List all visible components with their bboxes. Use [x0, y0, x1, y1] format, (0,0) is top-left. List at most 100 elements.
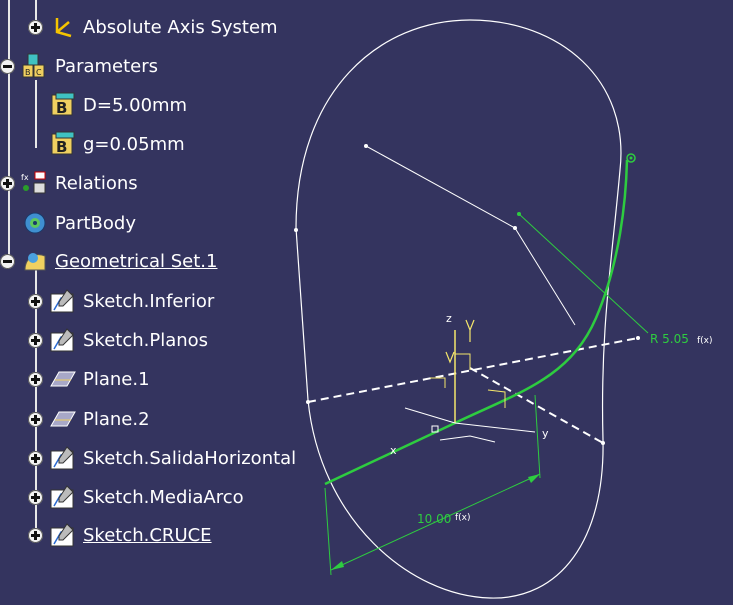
expand-icon[interactable] [28, 527, 43, 543]
expand-icon[interactable] [28, 293, 43, 309]
tree-node-label[interactable]: Parameters [55, 55, 159, 77]
tree-node-label[interactable]: Plane.1 [83, 368, 150, 390]
vertex-point[interactable] [294, 228, 298, 232]
axis-marker [454, 353, 471, 378]
tree-connector [35, 80, 37, 148]
svg-text:C: C [36, 68, 42, 77]
collapse-icon[interactable] [0, 253, 15, 269]
expand-icon[interactable] [28, 332, 43, 348]
plane-icon[interactable] [49, 406, 77, 432]
relations-icon[interactable]: fx [21, 170, 49, 196]
tree-connector [8, 0, 10, 265]
vertex-point[interactable] [636, 336, 640, 340]
tree-node[interactable]: Sketch.SalidaHorizontal [28, 443, 296, 473]
tree-node-label[interactable]: D=5.00mm [83, 94, 188, 116]
sketch-icon[interactable] [49, 288, 77, 314]
plane-icon[interactable] [49, 366, 77, 392]
tree-node-label[interactable]: Sketch.Inferior [83, 290, 215, 312]
radius-dimension-line[interactable] [518, 213, 649, 334]
tree-node-label[interactable]: Sketch.Planos [83, 329, 209, 351]
tree-node[interactable]: Sketch.CRUCE [28, 520, 212, 550]
axis-marker [487, 389, 506, 408]
svg-text:B: B [56, 99, 67, 117]
tree-node[interactable]: Sketch.MediaArco [28, 482, 244, 512]
axis-system-icon[interactable] [49, 14, 77, 40]
length-extension-line [324, 487, 332, 576]
tree-node-label[interactable]: Geometrical Set.1 [55, 250, 218, 272]
origin-marker [431, 425, 439, 433]
parameter-icon[interactable]: B [49, 92, 77, 118]
tree-node[interactable]: Sketch.Planos [28, 325, 208, 355]
tree-node-label[interactable]: g=0.05mm [83, 133, 185, 155]
expand-icon[interactable] [28, 450, 43, 466]
sketch-icon[interactable] [49, 327, 77, 353]
tree-node[interactable]: PartBody [0, 208, 136, 238]
axis-marker [439, 435, 496, 443]
tree-node[interactable]: fx Relations [0, 168, 138, 198]
length-dimension-label[interactable]: 10.00 [417, 512, 451, 526]
vertex-point[interactable] [306, 400, 310, 404]
tree-node-label[interactable]: Plane.2 [83, 408, 150, 430]
vertex-point[interactable] [513, 226, 517, 230]
plane-trace-dashed[interactable] [469, 367, 604, 444]
tree-node[interactable]: Plane.2 [28, 404, 150, 434]
tree-node[interactable]: Plane.1 [28, 364, 150, 394]
svg-text:B: B [56, 138, 67, 156]
length-extension-line [534, 394, 541, 479]
tree-node-label[interactable]: Sketch.MediaArco [83, 486, 244, 508]
sketch-icon[interactable] [49, 445, 77, 471]
tree-node-label[interactable]: Absolute Axis System [83, 16, 278, 38]
tree-node-label[interactable]: PartBody [55, 212, 136, 234]
expand-icon[interactable] [28, 489, 43, 505]
axis-arrow-icon [465, 319, 475, 342]
dimension-point [517, 212, 521, 216]
radius-dimension-label[interactable]: R 5.05 [650, 332, 689, 346]
tree-node-label[interactable]: Relations [55, 172, 138, 194]
arrow-head [331, 561, 344, 570]
tree-node[interactable]: Geometrical Set.1 [0, 246, 217, 276]
expand-icon[interactable] [28, 19, 43, 35]
curve-endpoint[interactable] [626, 153, 636, 163]
curve-endpoint[interactable] [629, 156, 633, 160]
formula-icon[interactable]: f(x) [455, 513, 471, 523]
axis-marker [430, 377, 446, 388]
svg-text:fx: fx [21, 173, 29, 182]
axis-x-label: x [390, 444, 397, 457]
tree-node-label[interactable]: Sketch.CRUCE [83, 524, 212, 546]
expand-icon[interactable] [28, 371, 43, 387]
axis-h-line [454, 422, 536, 433]
partbody-icon[interactable] [21, 210, 49, 236]
tree-node-label[interactable]: Sketch.SalidaHorizontal [83, 447, 297, 469]
sketch-icon[interactable] [49, 484, 77, 510]
slot-outline[interactable] [295, 19, 622, 599]
axis-y-label: y [542, 427, 549, 440]
vertex-point[interactable] [601, 441, 605, 445]
expand-icon[interactable] [0, 175, 15, 191]
tree-node[interactable]: B D=5.00mm [28, 90, 187, 120]
collapse-icon[interactable] [0, 58, 15, 74]
tree-node[interactable]: Absolute Axis System [28, 12, 278, 42]
axis-h-line [404, 407, 456, 424]
axis-arrow-icon [445, 351, 455, 364]
selected-curve[interactable] [324, 159, 629, 486]
vertex-point[interactable] [364, 144, 368, 148]
geometrical-set-icon[interactable] [21, 248, 49, 274]
arrow-head [528, 474, 540, 483]
svg-text:B: B [25, 68, 31, 77]
plane-trace-dashed[interactable] [307, 337, 639, 403]
tree-connector [35, 0, 37, 28]
construction-line[interactable] [365, 145, 576, 326]
axis-z-label: z [446, 312, 452, 325]
parameter-icon[interactable]: B [49, 131, 77, 157]
sketch-icon[interactable] [49, 522, 77, 548]
tree-node[interactable]: Sketch.Inferior [28, 286, 214, 316]
length-dimension-line[interactable] [330, 473, 541, 571]
formula-icon[interactable]: f(x) [697, 336, 713, 346]
expand-icon[interactable] [28, 411, 43, 427]
